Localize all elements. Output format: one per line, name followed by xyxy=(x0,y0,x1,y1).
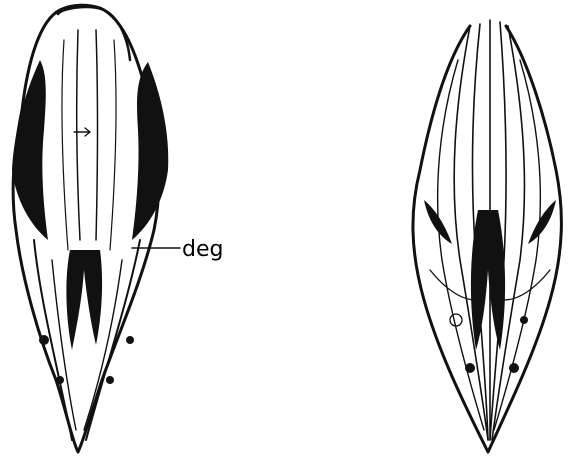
left-dark-mass-left xyxy=(12,60,48,240)
left-lower-dark-region xyxy=(66,250,102,350)
right-central-dark-region xyxy=(471,210,505,350)
left-central-line-1 xyxy=(77,30,80,240)
left-dark-mass-right xyxy=(132,62,168,240)
right-spot-1 xyxy=(465,363,475,373)
right-specimen xyxy=(413,20,561,452)
left-spot-3 xyxy=(56,376,64,384)
left-central-line-4 xyxy=(110,40,116,250)
left-central-line-3 xyxy=(62,40,68,250)
right-swirl-left xyxy=(430,270,476,300)
right-swirl-right xyxy=(504,270,550,300)
right-dark-streak-right xyxy=(528,200,556,244)
deg-label: deg xyxy=(182,237,223,262)
right-ring-left xyxy=(450,314,462,326)
left-central-line-2 xyxy=(96,30,98,240)
left-spot-1 xyxy=(39,335,49,345)
right-spot-3 xyxy=(520,316,528,324)
right-spot-2 xyxy=(509,363,519,373)
left-head-top xyxy=(58,7,130,60)
left-spot-4 xyxy=(106,376,114,384)
left-spot-2 xyxy=(126,336,134,344)
left-specimen xyxy=(12,5,180,452)
